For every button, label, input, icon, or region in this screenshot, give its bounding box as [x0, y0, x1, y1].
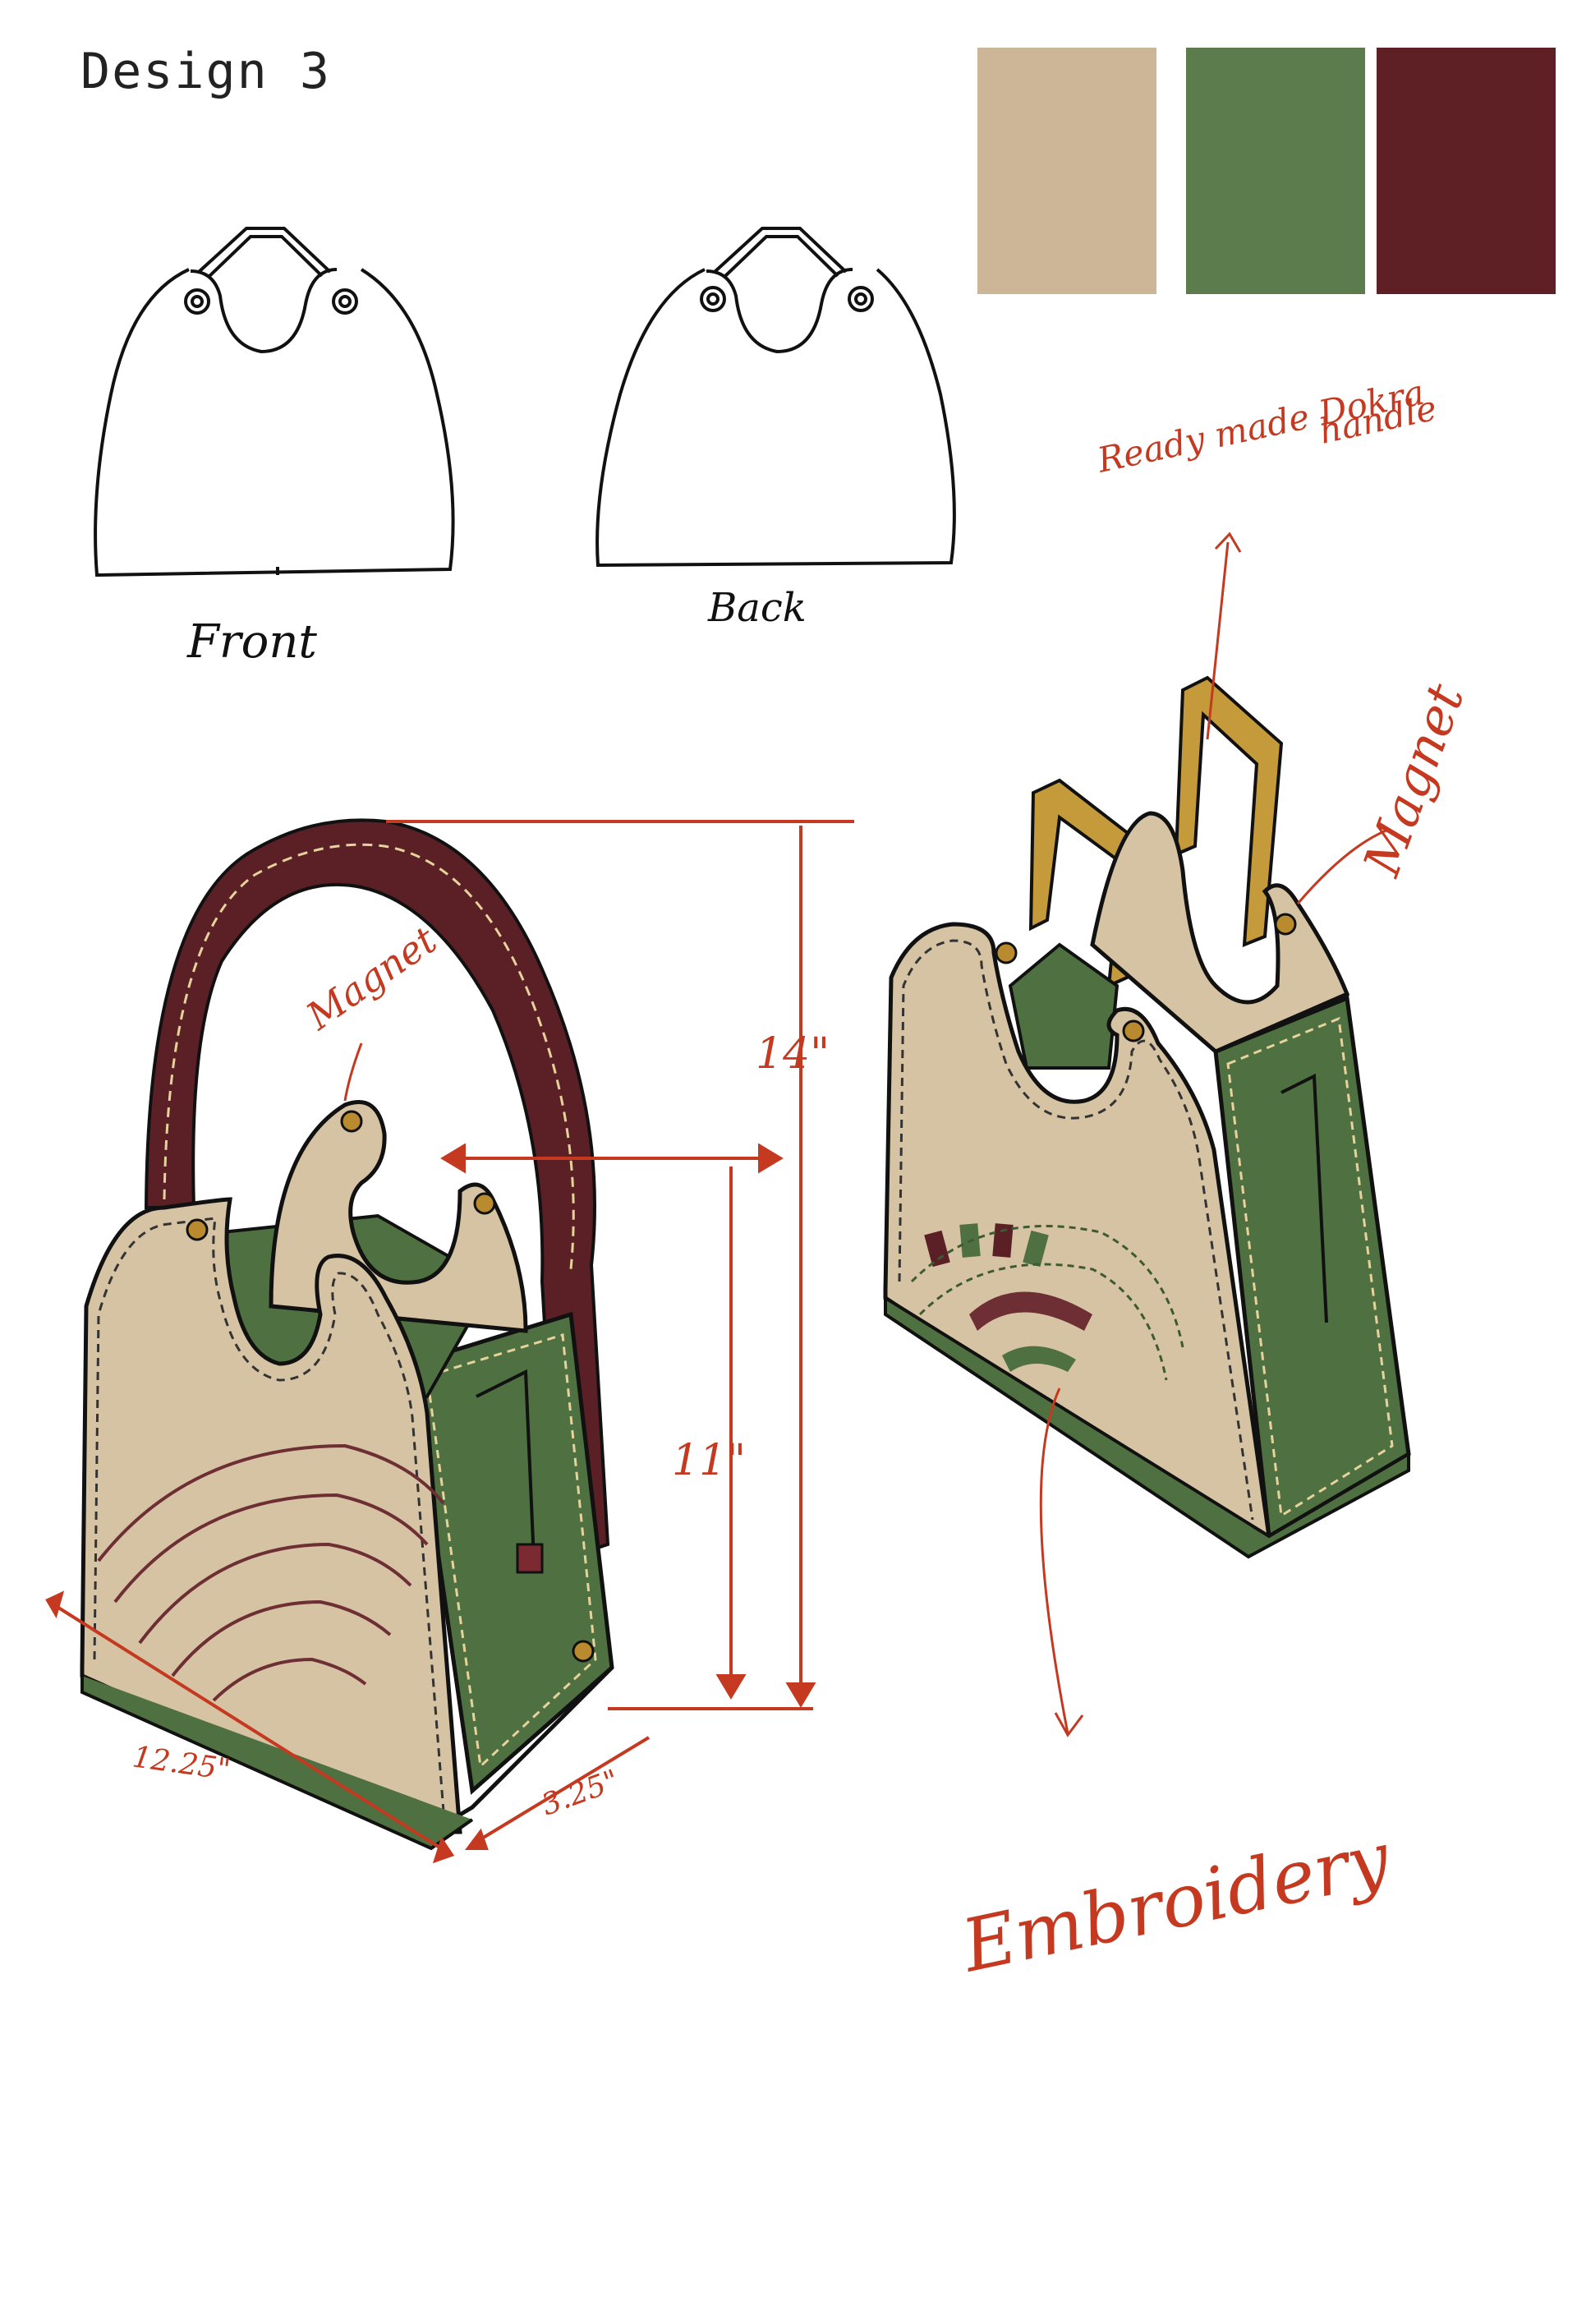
maroon-strap [144, 818, 610, 1563]
height-total-label: 14" [756, 1029, 830, 1079]
right-beige-front [883, 922, 1271, 1543]
page-title: Design 3 [80, 43, 331, 100]
left-bag-illustration [80, 818, 614, 1851]
left-magnet-pointer [343, 1042, 363, 1102]
front-flat-sketch [94, 227, 455, 578]
right-bag-rivets [995, 913, 1297, 1042]
embroidery-pointer [1039, 1387, 1069, 1734]
right-embroidery [910, 1223, 1184, 1381]
right-magnet-label: Magnet [1351, 676, 1476, 884]
swatch-beige-kraft [977, 48, 1156, 294]
front-embroidery [97, 1443, 445, 1702]
back-flat-sketch [595, 227, 956, 568]
handle-pointer [1206, 541, 1230, 740]
beige-front-panel [80, 1197, 462, 1834]
right-bag-illustration [883, 675, 1411, 1559]
strap-buckle [516, 1543, 544, 1574]
embroidery-label: Embroidery [954, 1815, 1398, 1989]
depth-label: 3.25" [537, 1764, 623, 1823]
right-magnet-pointer [1296, 828, 1389, 904]
left-bag-dimensions [45, 820, 854, 1864]
swatch-green-leather [1186, 48, 1365, 294]
left-magnet-label: Magnet [298, 918, 445, 1039]
swatch-maroon-leather [1377, 48, 1556, 294]
left-bag-rivets [186, 1110, 595, 1663]
back-label: Back [707, 585, 807, 631]
height-body-label: 11" [672, 1436, 746, 1485]
front-label: Front [186, 615, 317, 669]
